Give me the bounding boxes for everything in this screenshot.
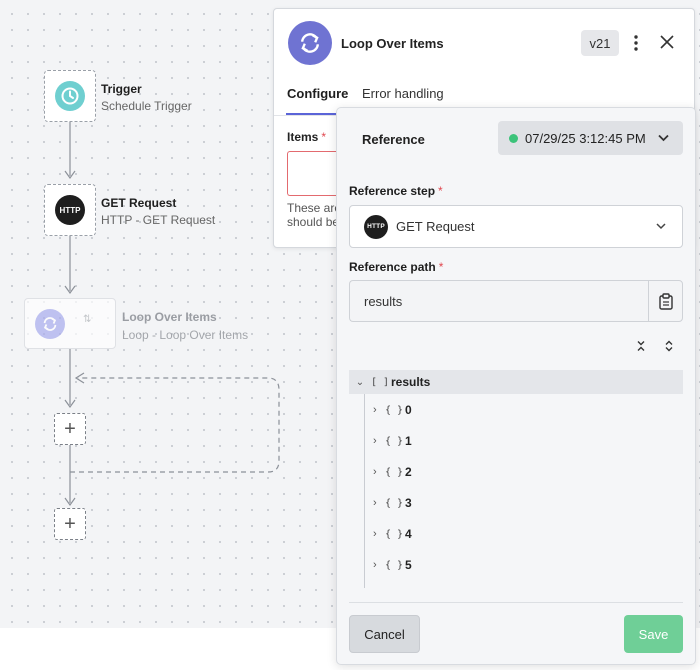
- tree-item-label: 3: [405, 496, 412, 510]
- step-title: Loop Over Items: [341, 36, 444, 51]
- object-type-glyph: { }: [385, 404, 404, 416]
- reference-step-label: Reference step*: [349, 184, 443, 198]
- tree-item-label: 1: [405, 434, 412, 448]
- http-node-title: GET Request: [101, 196, 177, 210]
- chevron-down-icon: [658, 134, 669, 142]
- reference-step-label-text: Reference step: [349, 184, 436, 198]
- close-icon[interactable]: [658, 33, 676, 51]
- required-mark: *: [438, 260, 444, 274]
- tree-guide-line: [364, 394, 365, 588]
- add-step-in-loop-button[interactable]: +: [54, 413, 86, 445]
- reference-step-value: GET Request: [396, 219, 475, 234]
- object-type-glyph: { }: [385, 435, 404, 447]
- clock-icon: [55, 81, 85, 111]
- tree-root-label: results: [391, 375, 431, 389]
- chevron-down-icon: [656, 223, 666, 230]
- object-type-glyph: { }: [385, 466, 404, 478]
- tree-item[interactable]: › { } 1: [373, 431, 412, 451]
- chevron-right-icon: ›: [373, 559, 377, 571]
- expand-all-icon[interactable]: [663, 340, 675, 352]
- object-type-glyph: { }: [385, 528, 404, 540]
- chevron-right-icon: ›: [373, 497, 377, 509]
- loop-node-title: Loop Over Items: [122, 310, 217, 324]
- required-mark: *: [321, 130, 327, 144]
- chevron-right-icon: ›: [373, 528, 377, 540]
- items-help-line-1: These are: [287, 201, 342, 215]
- trigger-node[interactable]: [44, 70, 96, 122]
- loop-node-subtitle: Loop - Loop Over Items: [122, 328, 249, 342]
- reference-path-label-text: Reference path: [349, 260, 436, 274]
- tree-item[interactable]: › { } 0: [373, 400, 412, 420]
- required-mark: *: [438, 184, 443, 198]
- object-type-glyph: { }: [385, 559, 404, 571]
- save-button[interactable]: Save: [624, 615, 683, 653]
- reference-run-select[interactable]: 07/29/25 3:12:45 PM: [498, 121, 683, 155]
- more-options-icon[interactable]: [629, 31, 643, 55]
- chevron-right-icon: ›: [373, 466, 377, 478]
- drag-handle-icon[interactable]: ⇅: [83, 314, 92, 325]
- items-label: Items*: [287, 130, 326, 144]
- paste-clipboard-button[interactable]: [648, 280, 683, 322]
- http-icon: HTTP: [364, 214, 388, 239]
- items-label-text: Items: [287, 130, 319, 144]
- collapse-all-icon[interactable]: [635, 340, 647, 352]
- http-request-node[interactable]: HTTP: [44, 184, 96, 236]
- trigger-node-title: Trigger: [101, 82, 142, 96]
- tree-item[interactable]: › { } 3: [373, 493, 412, 513]
- workflow-edges: [64, 122, 280, 507]
- tree-item-label: 5: [405, 558, 412, 572]
- items-help-text: These are should be: [287, 201, 347, 229]
- http-icon: HTTP: [55, 195, 85, 225]
- loop-node[interactable]: ⇅: [24, 298, 116, 349]
- tree-item-label: 4: [405, 527, 412, 541]
- tab-error-handling[interactable]: Error handling: [362, 86, 444, 101]
- loop-icon: [288, 21, 332, 65]
- items-help-line-2: should be: [287, 215, 340, 229]
- loop-icon: [35, 309, 65, 339]
- reference-title: Reference: [362, 132, 425, 147]
- add-step-after-loop-button[interactable]: +: [54, 508, 86, 540]
- reference-timestamp: 07/29/25 3:12:45 PM: [525, 130, 646, 146]
- active-tab-indicator: [286, 113, 350, 115]
- object-type-glyph: { }: [385, 497, 404, 509]
- tree-item[interactable]: › { } 2: [373, 462, 412, 482]
- reference-panel: Reference 07/29/25 3:12:45 PM Reference …: [336, 107, 696, 665]
- clipboard-icon: [658, 292, 673, 310]
- reference-path-label: Reference path*: [349, 260, 443, 274]
- items-input[interactable]: [287, 151, 347, 196]
- tree-item[interactable]: › { } 4: [373, 524, 412, 544]
- tree-item-label: 2: [405, 465, 412, 479]
- array-type-glyph: [ ]: [371, 376, 390, 388]
- tree-item[interactable]: › { } 5: [373, 555, 412, 575]
- chevron-right-icon: ›: [373, 404, 377, 416]
- version-badge[interactable]: v21: [581, 30, 619, 56]
- chevron-down-icon: ⌄: [355, 376, 365, 388]
- reference-step-select[interactable]: HTTP GET Request: [349, 205, 683, 248]
- trigger-node-subtitle: Schedule Trigger: [101, 99, 192, 113]
- tree-item-label: 0: [405, 403, 412, 417]
- footer-divider: [349, 602, 683, 603]
- tab-configure[interactable]: Configure: [287, 86, 349, 101]
- cancel-button[interactable]: Cancel: [349, 615, 420, 653]
- tree-root-item[interactable]: ⌄ [ ] results: [349, 370, 683, 394]
- status-dot: [509, 133, 518, 143]
- chevron-right-icon: ›: [373, 435, 377, 447]
- reference-path-input[interactable]: results: [349, 280, 649, 322]
- http-node-subtitle: HTTP - GET Request: [101, 213, 216, 227]
